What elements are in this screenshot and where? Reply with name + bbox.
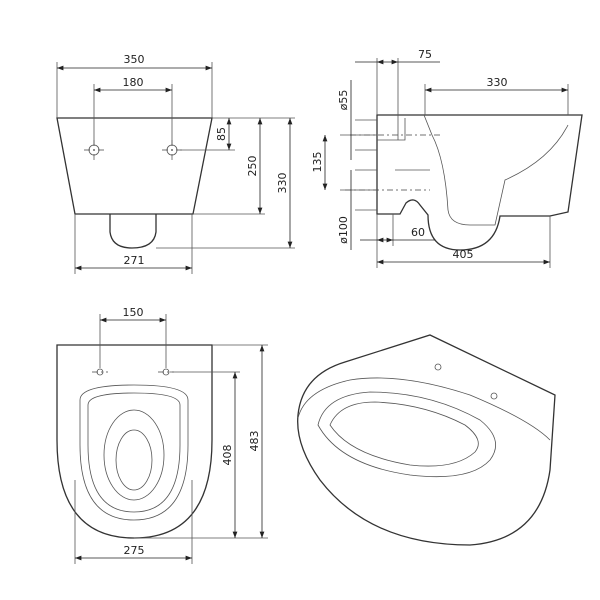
dim-side-total-length: 405 (453, 248, 474, 261)
dim-top-hole-to-front: 408 (221, 445, 234, 466)
side-view: 75 330 ø55 135 ø100 60 405 (311, 48, 583, 268)
side-body (376, 114, 583, 251)
dim-top-hole-spacing: 150 (123, 306, 144, 319)
front-view: 350 180 85 250 330 271 (56, 53, 295, 274)
dim-front-body-height: 250 (246, 156, 259, 177)
perspective-hole-2 (490, 392, 498, 400)
dim-side-inlet-outlet-distance: 135 (311, 152, 324, 173)
dim-front-hole-height: 85 (215, 127, 228, 141)
dim-front-hole-spacing: 180 (123, 76, 144, 89)
perspective-body (297, 334, 556, 546)
perspective-bowl (317, 391, 497, 478)
top-rim (79, 384, 189, 521)
dim-front-total-height: 330 (276, 173, 289, 194)
dim-side-inlet-diameter: ø55 (337, 90, 350, 111)
dim-side-outlet-diameter: ø100 (337, 216, 350, 244)
top-bowl-opening (103, 409, 165, 501)
perspective-view (297, 334, 556, 546)
dim-side-outlet-depth: 60 (411, 226, 425, 239)
dim-top-width: 275 (124, 544, 145, 557)
dim-side-outlet-offset: 75 (418, 48, 432, 61)
top-view: 150 408 483 275 (56, 306, 268, 564)
dim-front-bottom-width: 271 (124, 254, 145, 267)
perspective-hole-1 (434, 363, 442, 371)
front-bowl-outlet (109, 214, 157, 249)
front-body (56, 117, 213, 215)
dim-front-width: 350 (124, 53, 145, 66)
dim-side-bowl-length: 330 (487, 76, 508, 89)
dim-top-total-length: 483 (248, 431, 261, 452)
